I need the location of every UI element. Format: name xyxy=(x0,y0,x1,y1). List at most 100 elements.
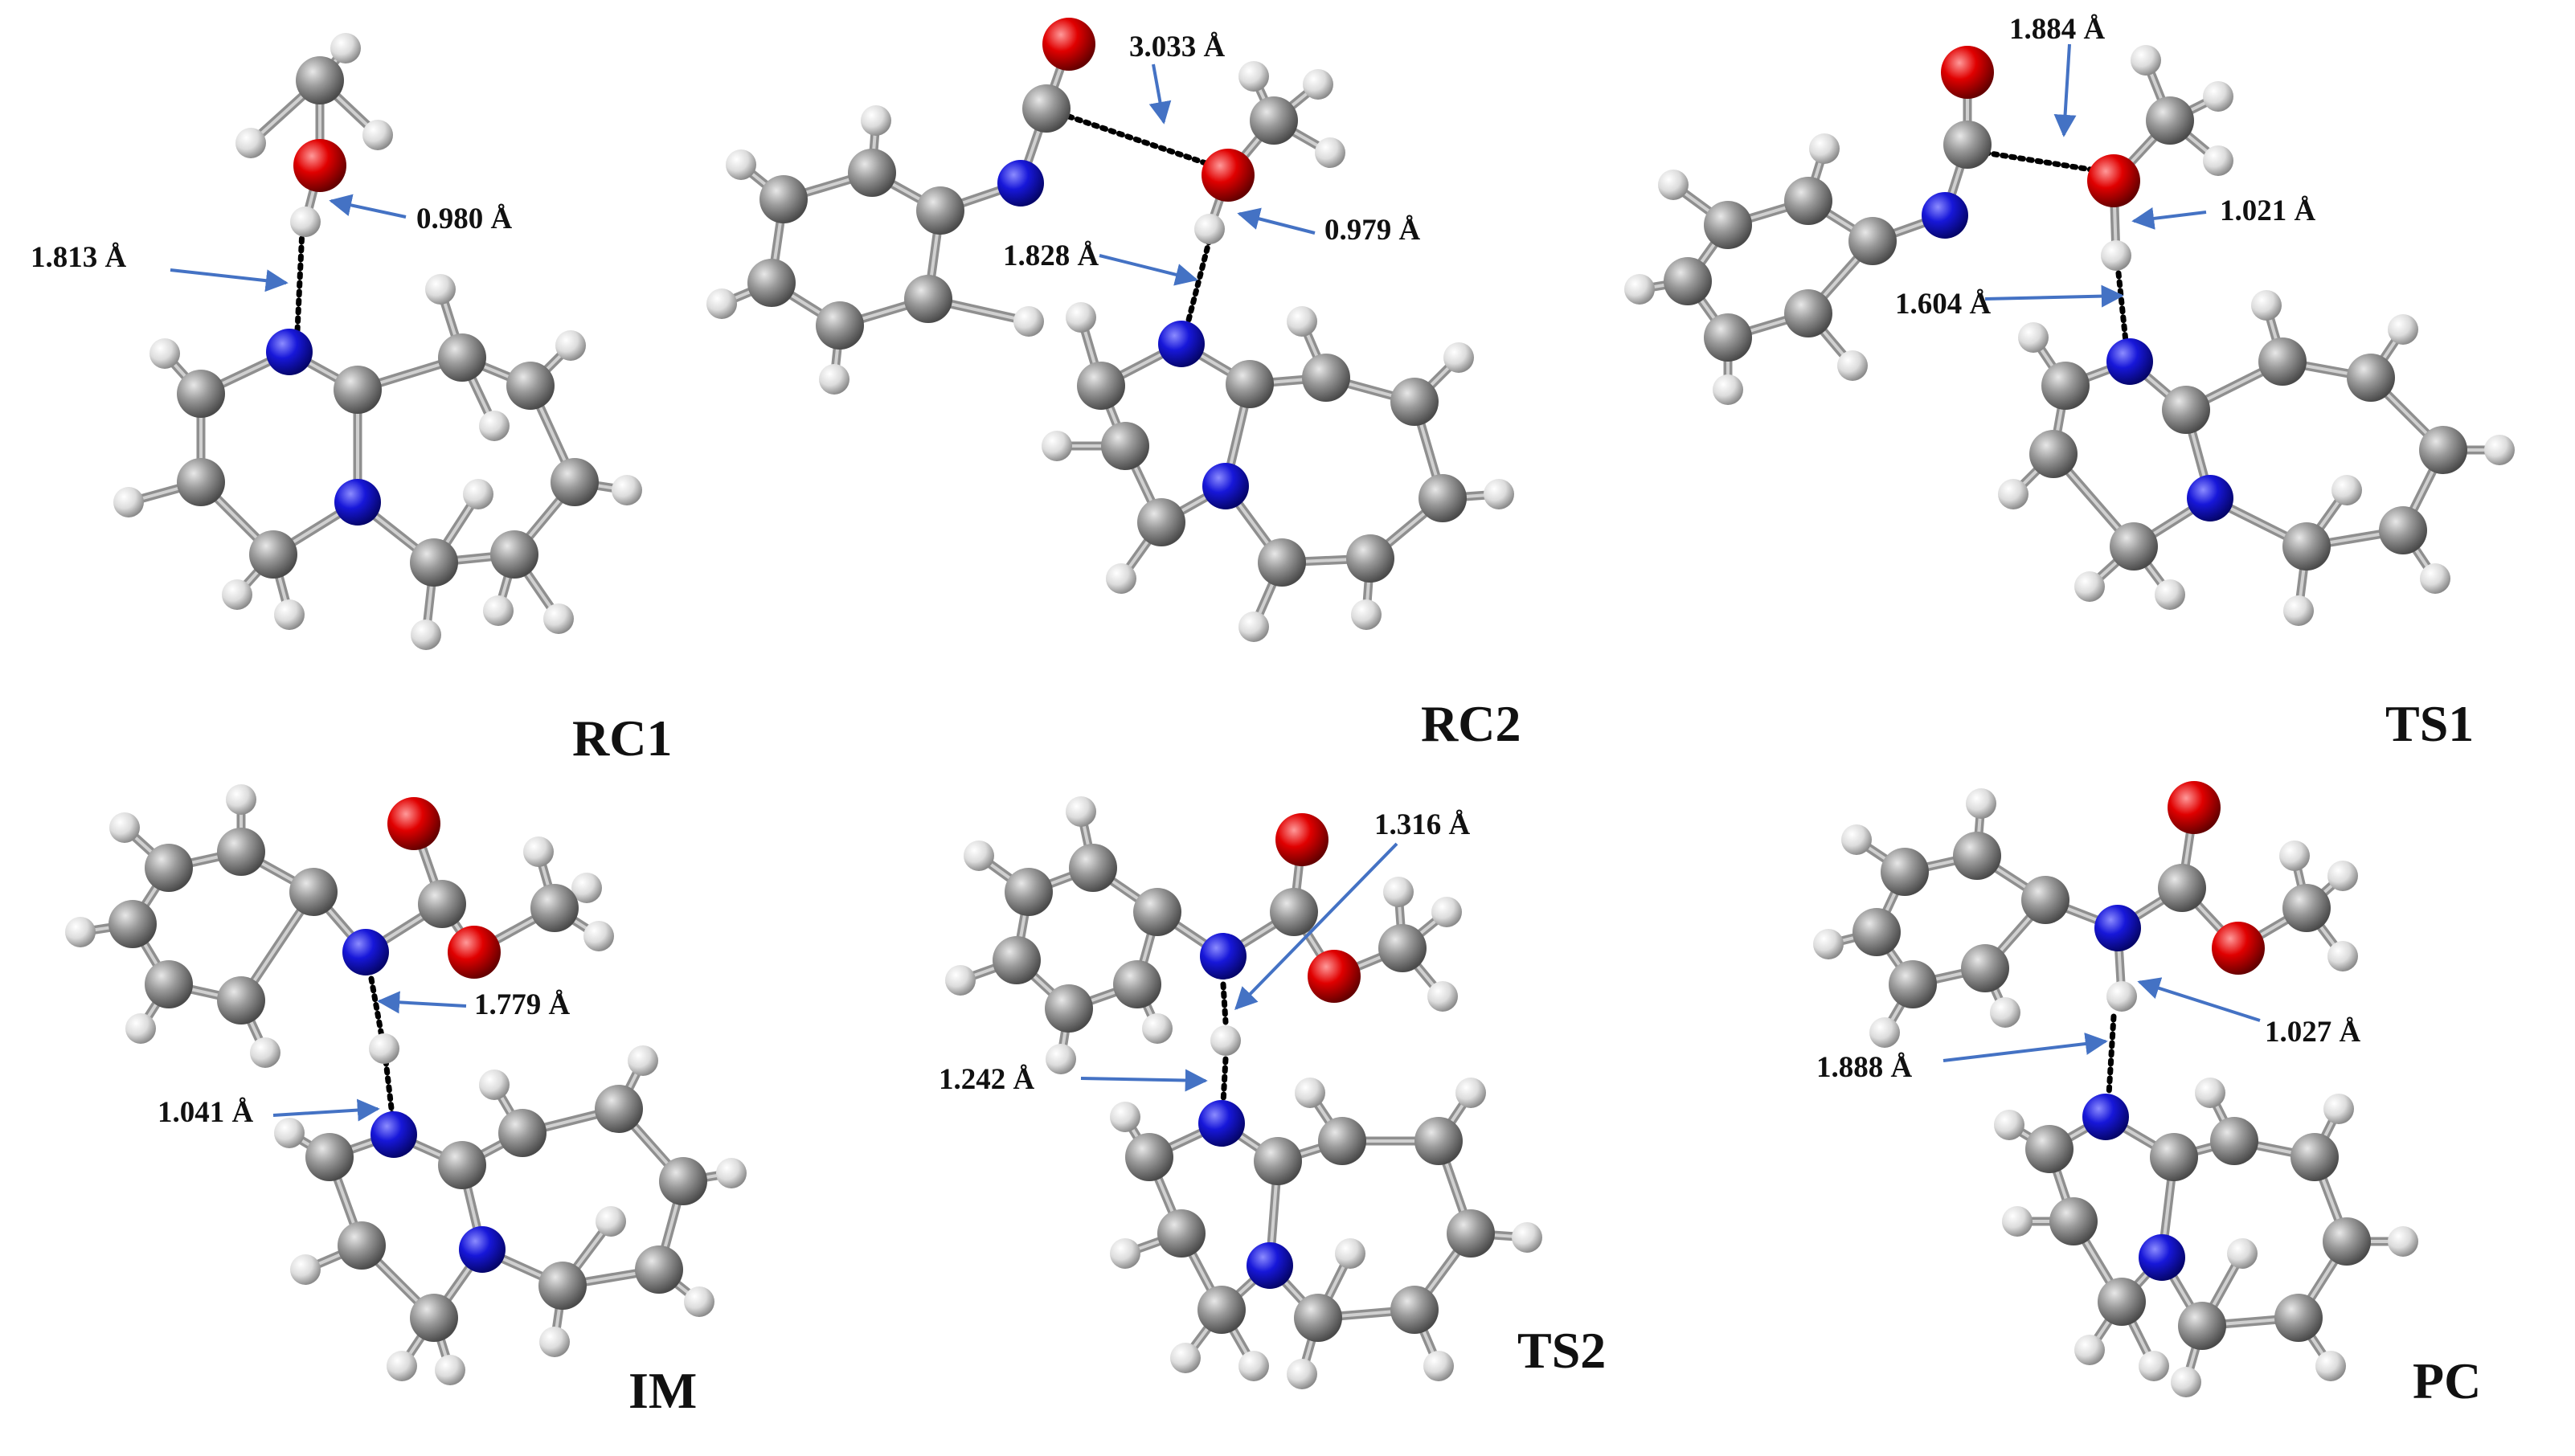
ts1-pointer-arrow xyxy=(2053,43,2077,137)
rc1-hydrogen-atom xyxy=(274,599,305,630)
rc1-carbon-atom xyxy=(177,370,225,418)
rc1-hydrogen-atom xyxy=(411,620,441,650)
ts2-carbon-atom xyxy=(1005,868,1053,916)
pc-oxygen-atom xyxy=(2168,781,2221,834)
im-title: IM xyxy=(628,1362,697,1419)
rc1-pointer-arrow xyxy=(170,268,289,292)
im-pointer-arrow xyxy=(272,1098,380,1122)
rc2-hydrogen-atom xyxy=(1303,69,1333,100)
pc-hydrogen-atom xyxy=(2171,1367,2201,1397)
im-carbon-atom xyxy=(217,976,265,1025)
im-hydrogen-atom xyxy=(435,1355,465,1385)
rc2-nitrogen-atom xyxy=(997,160,1044,207)
ts1-carbon-atom xyxy=(2379,506,2427,554)
ts1-carbon-atom xyxy=(2162,386,2210,434)
pc-hydrogen-atom xyxy=(1994,1110,2024,1140)
rc2-carbon-atom xyxy=(848,149,896,197)
im-carbon-atom xyxy=(438,1141,486,1189)
ts1-hydrogen-bond xyxy=(2115,270,2129,345)
rc2-hydrogen-atom xyxy=(726,149,756,180)
im-distance-label-1: 1.779 Å xyxy=(474,988,571,1021)
rc2-distance-label-1: 3.033 Å xyxy=(1129,31,1226,63)
ts1-hydrogen-atom xyxy=(1998,479,2028,509)
im-carbon-atom xyxy=(145,960,193,1008)
rc2-hydrogen-atom xyxy=(1443,342,1474,373)
ts2-carbon-atom xyxy=(1133,888,1181,936)
ts1-hydrogen-atom xyxy=(1837,350,1868,381)
pc-hydrogen-bond xyxy=(2106,1013,2117,1098)
rc2-title: RC2 xyxy=(1421,695,1521,752)
im-hydrogen-atom xyxy=(596,1206,626,1237)
ts2-carbon-atom xyxy=(1197,1286,1246,1334)
pc-hydrogen-atom xyxy=(2388,1226,2418,1257)
pc-pointer-arrow xyxy=(2137,977,2261,1022)
pc-carbon-atom xyxy=(2098,1278,2146,1326)
atoms-layer xyxy=(65,18,2515,1397)
rc2-hydrogen-atom xyxy=(706,288,737,319)
pc-nitrogen-atom xyxy=(2082,1094,2129,1140)
rc1-hydrogen-atom xyxy=(113,487,144,517)
im-hydrogen-atom xyxy=(65,917,96,947)
rc2-carbon-atom xyxy=(759,175,808,223)
pc-carbon-atom xyxy=(2290,1133,2339,1181)
ts2-carbon-atom xyxy=(1157,1209,1206,1258)
rc2-hydrogen-atom xyxy=(1351,599,1382,630)
ts2-hydrogen-atom xyxy=(945,965,976,996)
im-hydrogen-atom xyxy=(523,836,554,867)
ts1-carbon-atom xyxy=(1784,289,1832,337)
rc1-hydrogen-atom xyxy=(612,475,642,505)
ts1-carbon-atom xyxy=(1784,177,1832,225)
im-pointer-arrow xyxy=(377,991,467,1014)
im-carbon-atom xyxy=(595,1085,643,1133)
rc2-distance-label-3: 1.828 Å xyxy=(1003,239,1099,272)
ts2-oxygen-atom xyxy=(1275,813,1328,866)
rc2-distance-label-2: 0.979 Å xyxy=(1324,214,1421,247)
ts2-nitrogen-atom xyxy=(1200,933,1247,980)
rc2-hydrogen-atom xyxy=(819,364,849,395)
im-carbon-atom xyxy=(108,900,157,948)
ts2-carbon-atom xyxy=(1254,1137,1302,1185)
ts1-distance-label-3: 1.604 Å xyxy=(1895,288,1992,321)
rc1-pointer-arrow xyxy=(329,194,407,219)
ts2-hydrogen-atom xyxy=(1295,1078,1325,1108)
pc-hydrogen-atom xyxy=(2139,1351,2169,1381)
pc-carbon-atom xyxy=(2025,1125,2074,1173)
rc1-carbon-atom xyxy=(551,458,599,506)
ts1-carbon-atom xyxy=(2258,337,2307,386)
rc2-carbon-atom xyxy=(1258,538,1306,587)
ts2-hydrogen-atom xyxy=(1383,877,1414,907)
pc-hydrogen-atom xyxy=(2195,1078,2225,1108)
ts2-carbon-atom xyxy=(1447,1209,1495,1258)
im-hydrogen-bond xyxy=(383,1057,395,1119)
rc2-carbon-atom xyxy=(1137,498,1185,546)
im-hydrogen-atom xyxy=(628,1045,658,1076)
ts2-pointer-arrow xyxy=(1080,1069,1208,1092)
rc1-carbon-atom xyxy=(249,530,297,579)
ts1-carbon-atom xyxy=(1943,121,1992,169)
ts2-hydrogen-atom xyxy=(964,840,994,871)
pc-hydrogen-atom xyxy=(2227,1238,2258,1269)
rc2-hydrogen-atom xyxy=(1013,306,1044,337)
im-hydrogen-atom xyxy=(125,1013,156,1044)
ts2-hydrogen-atom xyxy=(1066,796,1096,827)
pc-carbon-atom xyxy=(2178,1302,2226,1350)
im-nitrogen-atom xyxy=(370,1111,417,1158)
pc-distance-label-2: 1.888 Å xyxy=(1816,1051,1913,1084)
im-carbon-atom xyxy=(530,884,579,932)
im-hydrogen-atom xyxy=(109,812,140,843)
rc1-hydrogen-atom xyxy=(555,330,586,361)
pc-carbon-atom xyxy=(2150,1133,2198,1181)
ts2-carbon-atom xyxy=(1378,924,1427,972)
im-hydrogen-atom xyxy=(716,1158,747,1188)
im-hydrogen-atom xyxy=(571,873,602,903)
rc1-distance-label-2: 1.813 Å xyxy=(31,241,127,274)
rc1-hydrogen-atom xyxy=(330,33,361,63)
ts1-hydrogen-atom xyxy=(2388,314,2418,345)
ts2-oxygen-atom xyxy=(1308,950,1361,1003)
ts1-hydrogen-atom xyxy=(2420,563,2450,594)
rc2-hydrogen-atom xyxy=(1484,479,1514,509)
rc2-carbon-atom xyxy=(816,301,864,350)
ts2-hydrogen-atom xyxy=(1512,1222,1542,1253)
rc2-carbon-atom xyxy=(747,259,796,307)
rc1-carbon-atom xyxy=(506,362,555,410)
